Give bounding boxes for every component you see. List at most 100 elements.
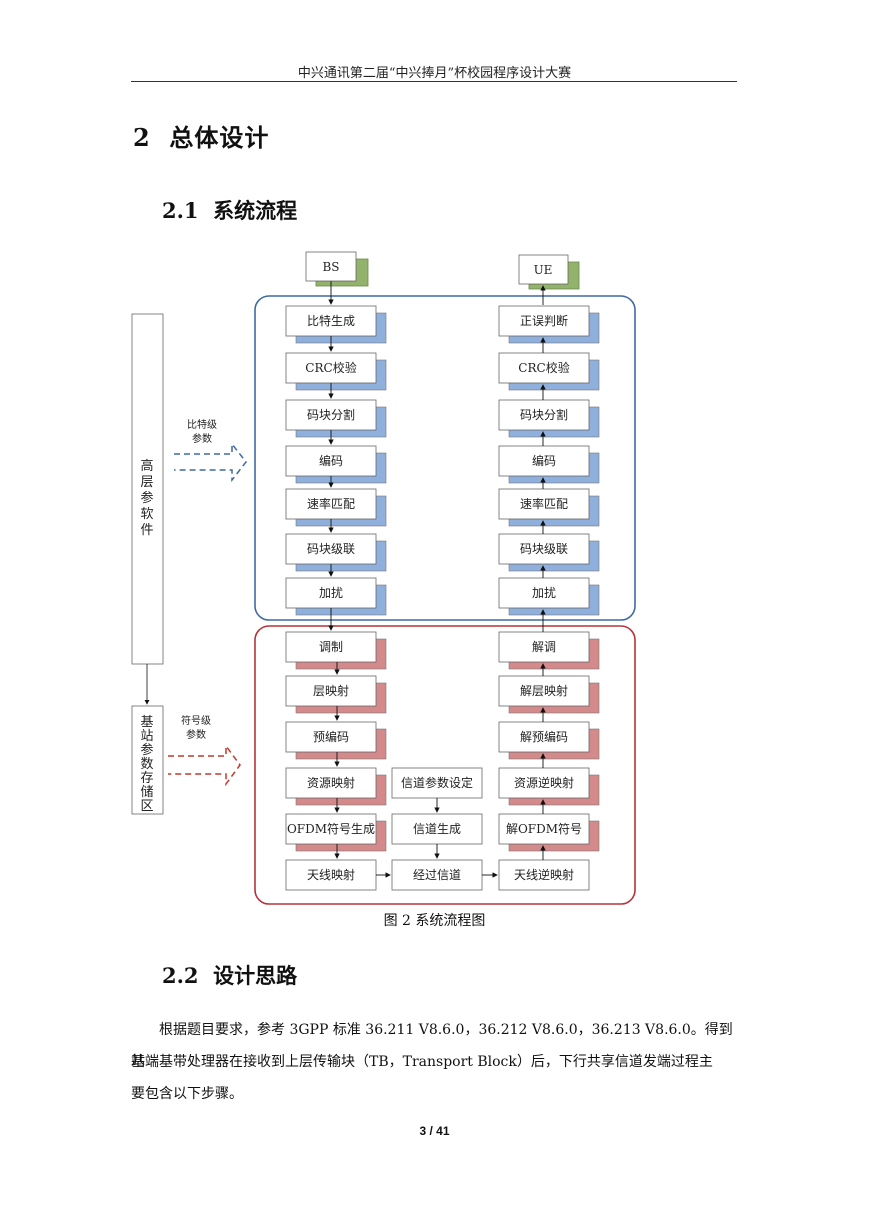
tx-bit-block: 码块级联 [285, 533, 387, 572]
bs-storage-char: 基 [140, 715, 153, 730]
rx-bit-block-label: 编码 [532, 453, 556, 468]
section-number: 2 [133, 123, 151, 152]
ue-label: UE [534, 263, 553, 277]
rx-symbol-block-label: 天线逆映射 [514, 867, 574, 882]
upper-software-char: 件 [140, 523, 153, 538]
subsection-title: 系统流程 [213, 198, 298, 223]
rx-symbol-block-label: 解OFDM符号 [506, 821, 582, 836]
rx-bit-block-label: 加扰 [532, 586, 556, 600]
section-heading: 2 总体设计 [133, 118, 269, 153]
rx-symbol-block: 解调 [498, 631, 600, 670]
bs-storage-char: 区 [140, 799, 153, 814]
subsection-title: 设计思路 [213, 963, 298, 988]
subsection-number: 2.1 [162, 198, 199, 223]
rx-bit-block: CRC校验 [498, 352, 600, 391]
tx-symbol-block-label: 资源映射 [307, 775, 355, 790]
channel-block: 信道生成 [391, 813, 483, 845]
bit-param-label-2: 参数 [192, 432, 212, 445]
rx-symbol-block: 资源逆映射 [498, 767, 600, 806]
tx-bit-block-label: 速率匹配 [307, 496, 355, 511]
channel-block: 信道参数设定 [391, 767, 483, 799]
rx-symbol-block: 解预编码 [498, 721, 600, 760]
page-number: 3 / 41 [419, 1124, 450, 1138]
rx-symbol-block-label: 解层映射 [520, 683, 568, 698]
upper-software-char: 软 [140, 507, 153, 522]
tx-symbol-block: 资源映射 [285, 767, 387, 806]
rx-bit-block: 加扰 [498, 577, 600, 616]
upper-software-char: 高 [140, 458, 153, 474]
tx-symbol-block-label: 调制 [319, 640, 343, 654]
bs-storage-box [131, 705, 164, 815]
tx-bit-block-label: 编码 [319, 453, 343, 468]
upper-software-char: 参 [140, 490, 153, 506]
upper-software-box [131, 313, 164, 665]
tx-bit-block: CRC校验 [285, 352, 387, 391]
tx-bit-block-label: 比特生成 [307, 313, 355, 328]
tx-bit-block: 加扰 [285, 577, 387, 616]
tx-bit-block-label: 加扰 [319, 586, 343, 600]
bit-param-label-1: 比特级 [187, 419, 217, 431]
tx-symbol-block: 预编码 [285, 721, 387, 760]
tx-bit-block-label: 码块分割 [307, 407, 355, 422]
symbol-param-arrow [168, 743, 241, 787]
bs-storage-char: 存 [140, 771, 153, 786]
ue-node: UE [518, 254, 580, 290]
rx-bit-block: 速率匹配 [498, 488, 600, 527]
rx-bit-block-label: 正误判断 [520, 313, 568, 328]
page-header: 中兴通讯第二届“中兴捧月”杯校园程序设计大赛 [297, 66, 572, 81]
subsection-number: 2.2 [162, 963, 199, 988]
rx-bit-block-label: 码块分割 [520, 407, 568, 422]
paragraph-line-2: 站端基带处理器在接收到上层传输块（TB，Transport Block）后，下行… [131, 1054, 713, 1070]
tx-symbol-block: 层映射 [285, 675, 387, 714]
section-title: 总体设计 [169, 123, 270, 152]
upper-software-char: 层 [140, 475, 153, 490]
bit-level-frame [254, 295, 636, 621]
rx-bit-block-label: 速率匹配 [520, 496, 568, 511]
symbol-param-label-1: 符号级 [181, 714, 211, 727]
tx-bit-block: 编码 [285, 445, 387, 484]
rx-bit-block-label: CRC校验 [518, 360, 569, 375]
channel-block: 经过信道 [391, 859, 483, 891]
rx-symbol-block: 解OFDM符号 [498, 813, 600, 852]
symbol-level-frame [254, 625, 636, 905]
paragraph-line-1: 根据题目要求，参考 3GPP 标准 36.211 V8.6.0，36.212 V… [131, 1022, 733, 1070]
bs-storage-char: 数 [140, 757, 153, 772]
rx-bit-block: 码块分割 [498, 399, 600, 438]
channel-block-label: 信道参数设定 [401, 775, 473, 790]
tx-bit-block-label: 码块级联 [307, 542, 355, 556]
tx-symbol-block: 天线映射 [285, 859, 377, 891]
rx-bit-block: 编码 [498, 445, 600, 484]
rx-symbol-block-label: 资源逆映射 [514, 775, 574, 790]
subsection-heading-2-1: 2.1 系统流程 [162, 195, 297, 225]
paragraph-line-3: 要包含以下步骤。 [131, 1086, 243, 1102]
bs-storage-char: 参 [140, 742, 153, 758]
subsection-heading-2-2: 2.2 设计思路 [162, 960, 297, 990]
channel-block-label: 经过信道 [413, 868, 461, 882]
tx-bit-block: 比特生成 [285, 305, 387, 344]
channel-block-label: 信道生成 [413, 822, 461, 836]
bs-storage-char: 站 [140, 729, 153, 744]
bs-label: BS [322, 260, 339, 274]
figure-caption: 图 2 系统流程图 [383, 913, 486, 929]
bs-node: BS [305, 251, 369, 287]
rx-symbol-block-label: 解调 [532, 640, 556, 654]
rx-symbol-block: 天线逆映射 [498, 859, 590, 891]
tx-symbol-block-label: 层映射 [313, 683, 349, 698]
tx-symbol-block: 调制 [285, 631, 387, 670]
tx-symbol-block: OFDM符号生成 [285, 813, 387, 852]
bit-param-arrow [174, 441, 247, 483]
rx-symbol-block: 解层映射 [498, 675, 600, 714]
tx-symbol-block-label: OFDM符号生成 [287, 821, 375, 836]
bs-storage-char: 储 [140, 785, 153, 800]
header-rule [131, 81, 737, 82]
tx-bit-block: 码块分割 [285, 399, 387, 438]
tx-bit-block: 速率匹配 [285, 488, 387, 527]
rx-bit-block-label: 码块级联 [520, 542, 568, 556]
tx-symbol-block-label: 预编码 [313, 729, 349, 744]
rx-bit-block: 码块级联 [498, 533, 600, 572]
tx-bit-block-label: CRC校验 [305, 360, 356, 375]
rx-bit-block: 正误判断 [498, 305, 600, 344]
rx-symbol-block-label: 解预编码 [520, 729, 568, 744]
symbol-param-label-2: 参数 [186, 728, 206, 741]
